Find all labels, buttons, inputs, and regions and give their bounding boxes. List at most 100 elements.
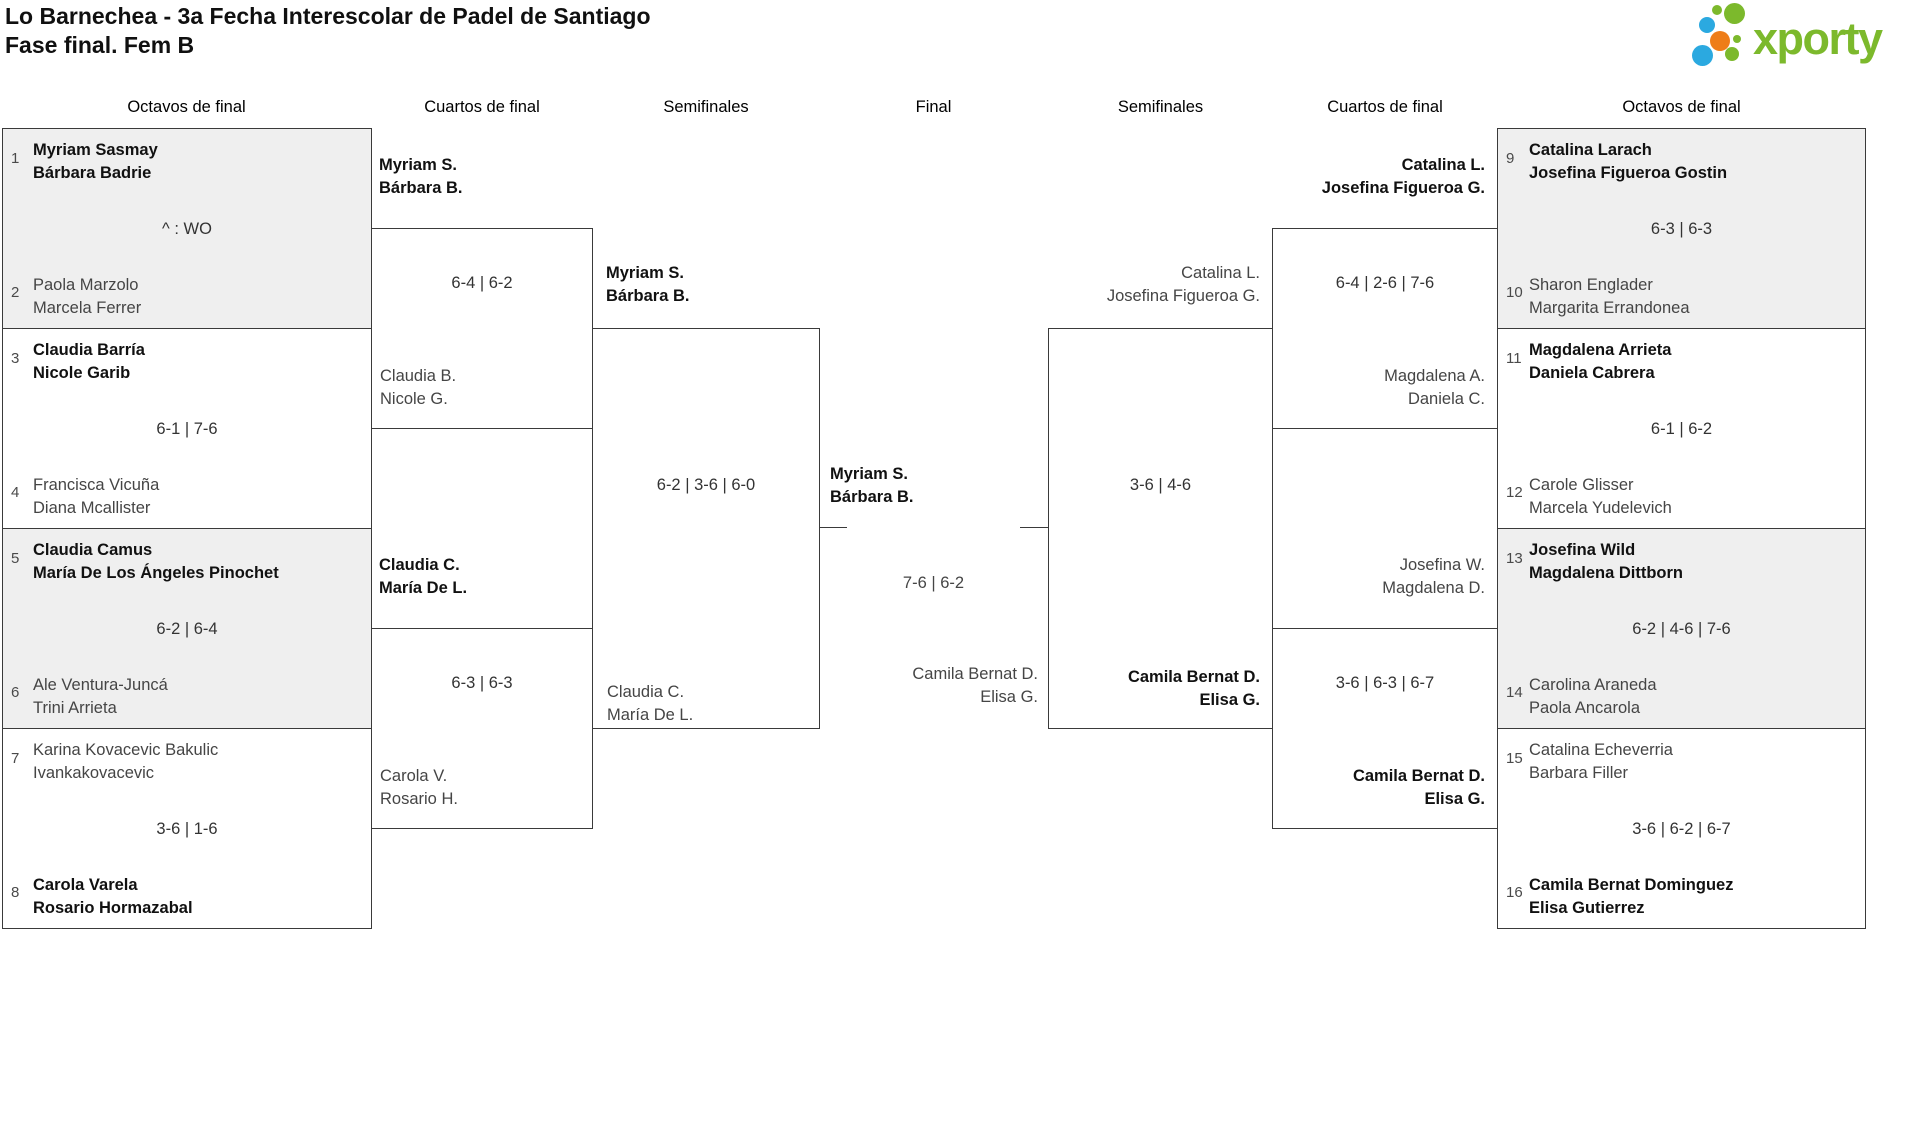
seed-number: 12 [1506,484,1523,501]
team-name-line: Claudia C. [607,683,685,701]
team-name-line: Myriam S. [379,156,457,174]
match-qf-left-2: 6-3 | 6-3 Carola V. Rosario H. [371,628,593,829]
team-name-line: Paola Marzolo [33,276,139,294]
team-name-line: Camila Bernat D. [1352,767,1485,785]
team-name-line: Magdalena Dittborn [1529,564,1684,582]
team-name-line: Elisa G. [1199,691,1260,709]
team-name-line: Catalina L. [1181,264,1260,282]
seed-number: 16 [1506,884,1523,901]
team-name-line: Carole Glisser [1529,476,1634,494]
seed-number: 13 [1506,550,1523,567]
team-name-line: Camila Bernat D. [912,665,1038,683]
team-name-line: Myriam Sasmay [33,141,158,159]
team-name-line: Camila Bernat D. [1127,668,1260,686]
team-loser: Claudia C. María De L. [607,681,812,727]
seed-number: 8 [11,884,20,901]
team-name-line: María De L. [607,706,694,724]
team-name-line: Bárbara B. [379,179,463,197]
seed-number: 7 [11,750,20,767]
match-score: 3-6 | 1-6 [156,820,218,838]
team-name-line: Elisa Gutierrez [1529,899,1645,917]
seed-number: 14 [1506,684,1523,701]
match-r16-right-1: 9 Catalina Larach Josefina Figueroa Gost… [1497,128,1866,329]
final-score: 7-6 | 6-2 [902,574,965,592]
match-score: 6-3 | 6-3 [1650,220,1713,238]
team-name-line: Rosario H. [380,790,458,808]
team-name-line: María De Los Ángeles Pinochet [33,564,279,582]
team-loser: Francisca Vicuña Diana Mcallister [33,474,363,520]
team-loser: Paola Marzolo Marcela Ferrer [33,274,363,320]
match-score: 6-1 | 7-6 [156,420,218,438]
tournament-title-line2: Fase final. Fem B [5,32,195,58]
seed-number: 1 [11,150,20,167]
team-name-line: Bárbara B. [606,287,690,305]
match-score: 3-6 | 6-2 | 6-7 [1632,820,1731,838]
team-name-line: Barbara Filler [1529,764,1629,782]
match-r16-right-3: 13 Josefina Wild Magdalena Dittborn 6-2 … [1497,528,1866,729]
team-name-line: Camila Bernat Dominguez [1529,876,1734,894]
xporty-logo[interactable]: xporty [1690,0,1915,80]
team-loser: Magdalena A. Daniela C. [1280,365,1485,411]
match-score: 3-6 | 6-3 | 6-7 [1335,674,1435,692]
round-header-semis-left: Semifinales [663,98,749,116]
match-score: 3-6 | 4-6 [1129,476,1192,494]
team-name-line: Carola Varela [33,876,138,894]
team-name-line: Nicole Garib [33,364,131,382]
seed-number: 15 [1506,750,1523,767]
team-winner: Josefina Wild Magdalena Dittborn [1529,539,1859,585]
team-winner: Carola Varela Rosario Hormazabal [33,874,363,920]
match-r16-left-1: 1 Myriam Sasmay Bárbara Badrie ^ : WO 2 … [2,128,372,329]
round-header-octavos-left: Octavos de final [127,98,246,116]
team-name-line: Claudia C. [379,556,460,574]
team-name-line: Marcela Ferrer [33,299,142,317]
team-name-line: Bárbara B. [830,488,914,506]
team-name-line: Nicole G. [380,390,448,408]
team-name-line: Claudia Camus [33,541,153,559]
seed-number: 9 [1506,150,1515,167]
team-name-line: Trini Arrieta [33,699,117,717]
logo-dot-icon [1710,31,1730,51]
seed-number: 11 [1506,350,1522,367]
match-r16-left-3: 5 Claudia Camus María De Los Ángeles Pin… [2,528,372,729]
team-name-line: Ale Ventura-Juncá [33,676,168,694]
match-score: ^ : WO [162,220,212,238]
match-score: 6-4 | 2-6 | 7-6 [1335,274,1435,292]
team-winner: Claudia Camus María De Los Ángeles Pinoc… [33,539,368,585]
seed-number: 2 [11,284,20,301]
match-sf-left: 6-2 | 3-6 | 6-0 Claudia C. María De L. [592,328,820,729]
round-header-cuartos-left: Cuartos de final [424,98,540,116]
seed-number: 10 [1506,284,1523,301]
logo-dot-icon [1692,45,1713,66]
round-header-final: Final [915,98,952,116]
team-loser: Carola V. Rosario H. [380,765,585,811]
seed-number: 5 [11,550,20,567]
match-score: 6-1 | 6-2 [1650,420,1713,438]
match-r16-right-2: 11 Magdalena Arrieta Daniela Cabrera 6-1… [1497,328,1866,529]
round-header-semis-right: Semifinales [1117,98,1204,116]
team-winner: Catalina Larach Josefina Figueroa Gostin [1529,139,1859,185]
team-name-line: Claudia Barría [33,341,145,359]
logo-dot-icon [1724,3,1745,24]
advancing-team-label: Catalina L. Josefina Figueroa G. [1050,262,1260,308]
logo-dot-icon [1725,47,1739,61]
team-name-line: Catalina L. [1401,156,1485,174]
team-name-line: Josefina Figueroa G. [1106,287,1260,305]
team-winner: Myriam Sasmay Bárbara Badrie [33,139,363,185]
team-name-line: Myriam S. [830,465,908,483]
team-name-line: Paola Ancarola [1529,699,1640,717]
advancing-team-label: Myriam S. Bárbara B. [606,262,816,308]
match-qf-left-1: 6-4 | 6-2 Claudia B. Nicole G. [371,228,593,429]
team-loser: Catalina Echeverria Barbara Filler [1529,739,1859,785]
advancing-team-label: Myriam S. Bárbara B. [379,154,589,200]
team-name-line: Rosario Hormazabal [33,899,193,917]
team-name-line: Carola V. [380,767,448,785]
team-name-line: Daniela C. [1407,390,1485,408]
round-header-octavos-right: Octavos de final [1622,98,1741,116]
match-r16-right-4: 15 Catalina Echeverria Barbara Filler 3-… [1497,728,1866,929]
team-loser: Ale Ventura-Juncá Trini Arrieta [33,674,363,720]
team-name-line: Diana Mcallister [33,499,151,517]
team-loser: Camila Bernat D. Elisa G. [833,663,1038,709]
team-name-line: Josefina Figueroa Gostin [1529,164,1728,182]
team-name-line: Magdalena A. [1384,367,1485,385]
seed-number: 3 [11,350,20,367]
